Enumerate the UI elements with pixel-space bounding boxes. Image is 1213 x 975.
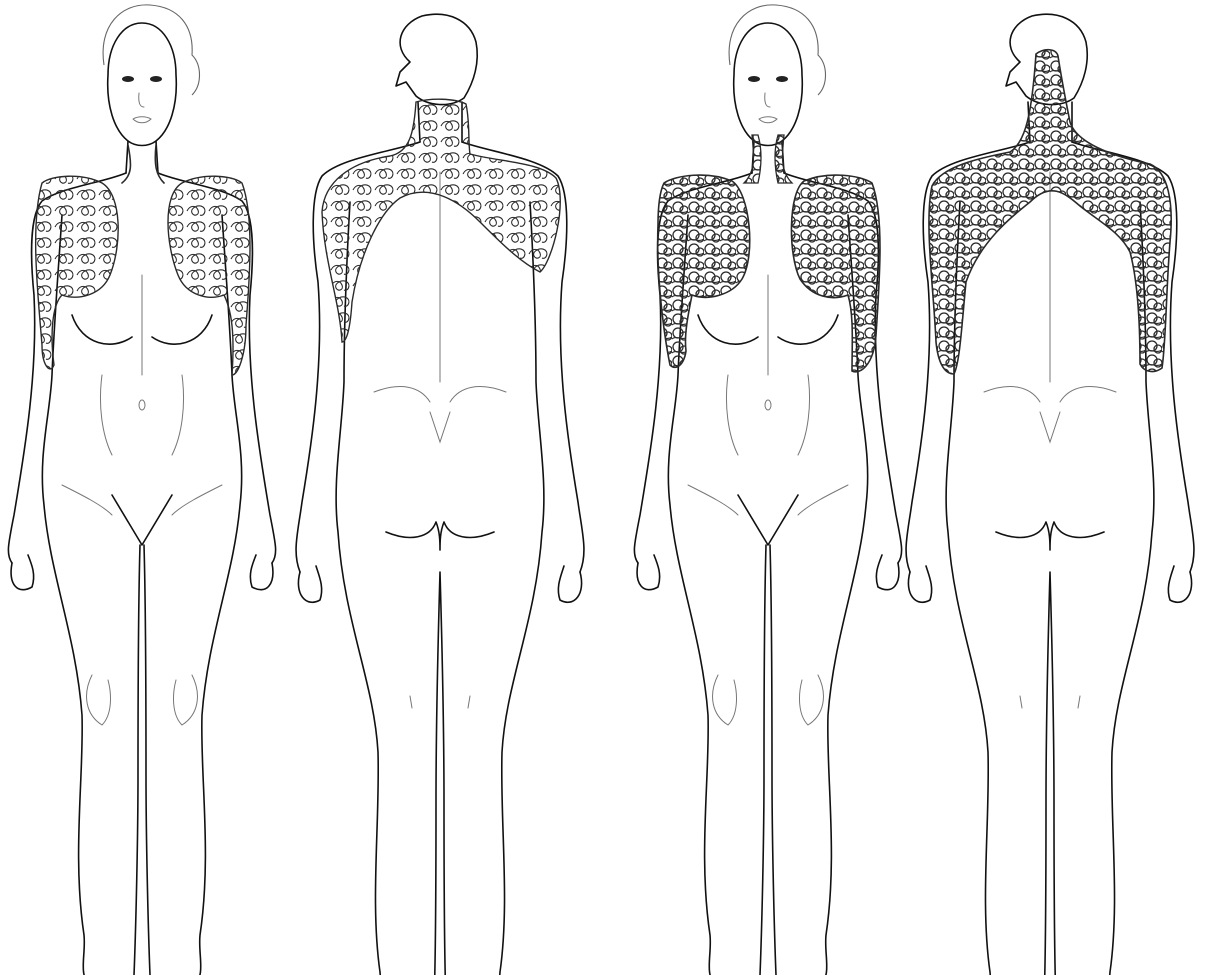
figure-front-1 xyxy=(8,5,275,975)
figure-front-2 xyxy=(634,5,901,975)
pain-scribble-upper-back-1 xyxy=(322,99,560,342)
figure-back-1 xyxy=(296,14,584,975)
figure-back-2 xyxy=(906,14,1194,975)
pain-scribble-shoulders-front-2 xyxy=(658,135,880,372)
pain-scribble-shoulders-front-1 xyxy=(36,145,250,375)
